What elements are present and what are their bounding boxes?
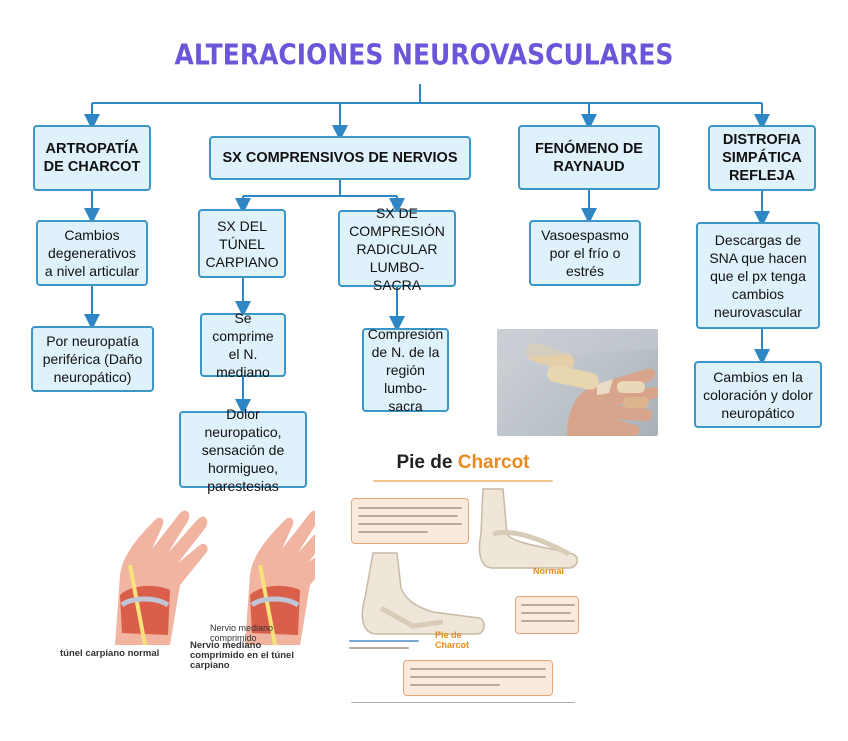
charcot-note-2: [515, 596, 579, 634]
carpal-tunnel-figure: Nervio mediano comprimido túnel carpiano…: [60, 505, 338, 675]
hand-illustration: [497, 329, 658, 436]
note-line: [521, 620, 575, 622]
note-line: [410, 684, 500, 686]
note-line: [358, 515, 458, 517]
carpal-caption-compressed: Nervio mediano comprimido en el túnel ca…: [190, 640, 294, 671]
footer-line: [351, 702, 575, 703]
heading-sx-comprensivos: SX COMPRENSIVOS DE NERVIOS: [209, 136, 471, 180]
carpal-step-symptoms: Dolor neuropatico, sensación de hormigue…: [179, 406, 307, 494]
charcot-note-3: [403, 660, 553, 696]
pie-de-charcot-figure: Pie de Charcot Normal Pie de Charcot: [343, 448, 583, 710]
distrofia-step-sna: Descargas de SNA que hacen que el px ten…: [696, 222, 820, 329]
note-line: [358, 523, 462, 525]
subtitle-line: [373, 480, 553, 482]
carpal-step-compression: Se comprime el N. mediano: [200, 310, 286, 380]
label-normal: Normal: [533, 566, 565, 576]
carpal-caption-normal: túnel carpiano normal: [60, 648, 160, 659]
lumbo-step-compression: Compresión de N. de la región lumbo-sacr…: [362, 326, 449, 414]
note-line: [521, 604, 575, 606]
note-line: [410, 668, 546, 670]
note-line: [521, 612, 571, 614]
heading-artropatia-charcot: ARTROPATÍA DE CHARCOT: [33, 125, 151, 191]
heading-raynaud: FENÓMENO DE RAYNAUD: [518, 125, 660, 190]
caption-line: [349, 640, 419, 642]
charcot-note-1: [351, 498, 469, 544]
note-line: [358, 507, 462, 509]
charcot-figure-title: Pie de Charcot: [396, 452, 530, 473]
label-pie-charcot: Pie de Charcot: [435, 630, 470, 650]
carpal-label-nerve: Nervio mediano comprimido: [210, 623, 274, 643]
charcot-step-neuropathy: Por neuropatía periférica (Daño neuropát…: [31, 326, 154, 392]
caption-line: [349, 647, 409, 649]
note-line: [358, 531, 428, 533]
distrofia-step-coloration: Cambios en la coloración y dolor neuropá…: [694, 361, 822, 428]
normal-foot-illustration: [478, 488, 579, 569]
heading-distrofia-simpatica: DISTROFIA SIMPÁTICA REFLEJA: [708, 125, 816, 191]
note-line: [410, 676, 546, 678]
raynaud-step-vasospasm: Vasoespasmo por el frío o estrés: [529, 220, 641, 286]
raynaud-hand-photo: [497, 329, 658, 436]
carpal-tunnel-illustration: [115, 510, 338, 646]
heading-compresion-lumbo-sacra: SX DE COMPRESIÓN RADICULAR LUMBO-SACRA: [338, 205, 456, 293]
charcot-step-degenerative: Cambios degenerativos a nivel articular: [36, 220, 148, 286]
charcot-foot-illustration: [361, 552, 485, 635]
page-title: ALTERACIONES NEUROVASCULARES: [174, 37, 674, 72]
heading-tunel-carpiano: SX DEL TÚNEL CARPIANO: [198, 209, 286, 278]
